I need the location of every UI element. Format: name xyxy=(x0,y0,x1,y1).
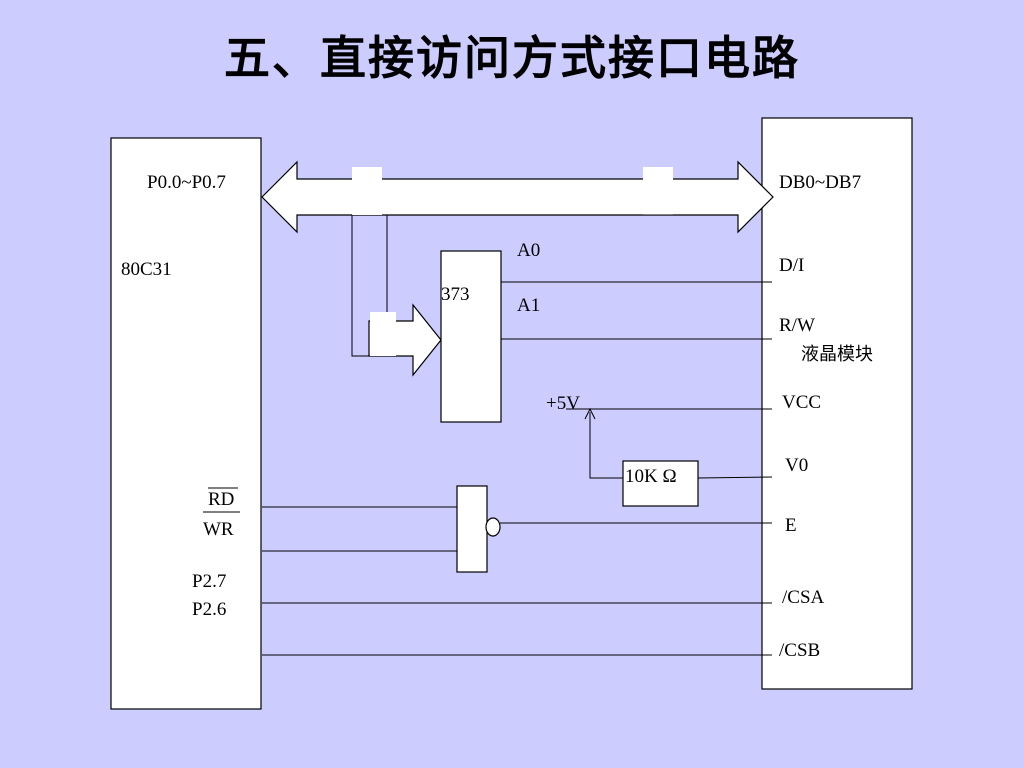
csb-label: /CSB xyxy=(779,640,820,661)
bus-branch-line-2 xyxy=(386,215,395,322)
supply-label: +5V xyxy=(546,393,580,414)
page-title: 五、直接访问方式接口电路 xyxy=(224,31,800,85)
e-label: E xyxy=(785,515,797,536)
p27-label: P2.7 xyxy=(192,571,226,592)
resistor-label: 10K Ω xyxy=(625,466,677,487)
lcd-module-block xyxy=(761,117,913,690)
cpu-bus-label: P0.0~P0.7 xyxy=(147,172,226,193)
cpu-name-label: 80C31 xyxy=(121,259,172,280)
rw-label: R/W xyxy=(779,315,815,336)
vcc-label: VCC xyxy=(782,392,821,413)
di-label: D/I xyxy=(779,255,804,276)
gate-inversion-bubble xyxy=(485,517,501,537)
data-bus-arrow xyxy=(261,160,774,234)
resistor-to-v0-line xyxy=(697,476,773,479)
a0-label: A0 xyxy=(517,240,540,261)
a1-label: A1 xyxy=(517,295,540,316)
cpu-block xyxy=(110,137,262,710)
bus-tap-left xyxy=(352,167,382,215)
nor-gate-block xyxy=(456,485,488,573)
csa-label: /CSA xyxy=(782,587,825,608)
rd-label: RD xyxy=(208,489,234,510)
latch-373-block xyxy=(440,250,502,423)
p26-label: P2.6 xyxy=(192,599,226,620)
bus-tap-right xyxy=(643,167,673,215)
latch-name-label: 373 xyxy=(441,284,470,305)
lcd-bus-label: DB0~DB7 xyxy=(779,172,861,193)
resistor-10k xyxy=(622,460,699,507)
v0-label: V0 xyxy=(785,455,808,476)
supply-arrowhead xyxy=(584,407,596,420)
wr-label: WR xyxy=(203,519,234,540)
resistor-wire xyxy=(589,412,623,479)
lcd-name-label: 液晶模块 xyxy=(801,344,873,365)
